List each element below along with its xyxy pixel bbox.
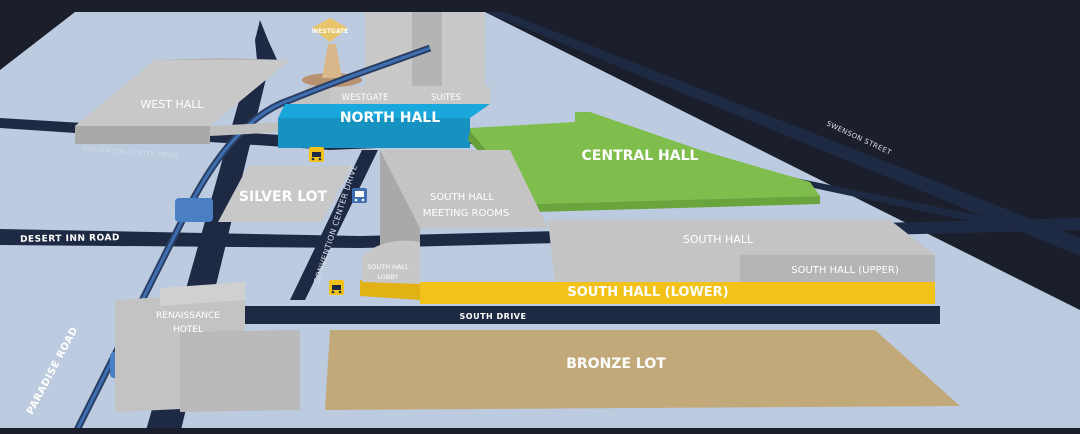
meeting-rooms-label-2: MEETING ROOMS bbox=[423, 208, 509, 219]
taxi-icon[interactable] bbox=[309, 147, 324, 162]
westgate-sign-post bbox=[322, 44, 342, 78]
renaissance-hotel-building[interactable]: RENAISSANCE HOTEL bbox=[115, 282, 300, 412]
bronze-lot[interactable]: BRONZE LOT bbox=[325, 330, 960, 410]
north-hall-building[interactable]: NORTH HALL bbox=[278, 104, 490, 148]
west-hall-building[interactable]: WEST HALL bbox=[75, 58, 290, 144]
bus-icon[interactable] bbox=[352, 188, 367, 203]
convention-center-drive-vertical bbox=[290, 150, 378, 300]
west-hall-label: WEST HALL bbox=[140, 98, 204, 111]
skybridge bbox=[210, 122, 285, 136]
lobby-label-2: LOBBY bbox=[377, 273, 398, 281]
south-hall-lower-building[interactable]: SOUTH HALL (LOWER) bbox=[360, 280, 935, 304]
south-hall-label: SOUTH HALL bbox=[683, 233, 754, 246]
silver-lot[interactable]: SILVER LOT bbox=[218, 166, 352, 222]
south-drive-label: SOUTH DRIVE bbox=[460, 312, 527, 321]
silver-lot-label: SILVER LOT bbox=[239, 189, 328, 205]
bronze-lot-label: BRONZE LOT bbox=[566, 356, 666, 372]
south-hall-upper-label: SOUTH HALL (UPPER) bbox=[791, 265, 899, 276]
central-hall-label: CENTRAL HALL bbox=[582, 148, 699, 164]
westgate-sign-label: WESTGATE bbox=[312, 28, 348, 35]
bottom-bar bbox=[0, 428, 1080, 434]
taxi-icon[interactable] bbox=[329, 280, 344, 295]
south-hall-lobby-building[interactable]: SOUTH HALL LOBBY bbox=[362, 240, 420, 284]
monorail-train bbox=[175, 198, 213, 222]
westgate-sign bbox=[312, 18, 348, 42]
renaissance-label-2: HOTEL bbox=[173, 325, 203, 335]
desert-inn-road-label: DESERT INN ROAD bbox=[20, 233, 120, 245]
meeting-rooms-label-1: SOUTH HALL bbox=[430, 192, 494, 203]
westgate-label: WESTGATE bbox=[342, 93, 389, 103]
south-drive-road bbox=[180, 306, 940, 324]
renaissance-label-1: RENAISSANCE bbox=[156, 311, 220, 321]
south-hall-building[interactable]: SOUTH HALL SOUTH HALL (UPPER) bbox=[548, 220, 935, 285]
suites-label: SUITES bbox=[431, 93, 461, 103]
swenson-street-road bbox=[485, 12, 1080, 256]
north-hall-label: NORTH HALL bbox=[340, 110, 440, 126]
south-hall-lower-label: SOUTH HALL (LOWER) bbox=[567, 285, 728, 300]
paradise-road-north bbox=[255, 20, 278, 70]
lobby-label-1: SOUTH HALL bbox=[367, 263, 409, 271]
